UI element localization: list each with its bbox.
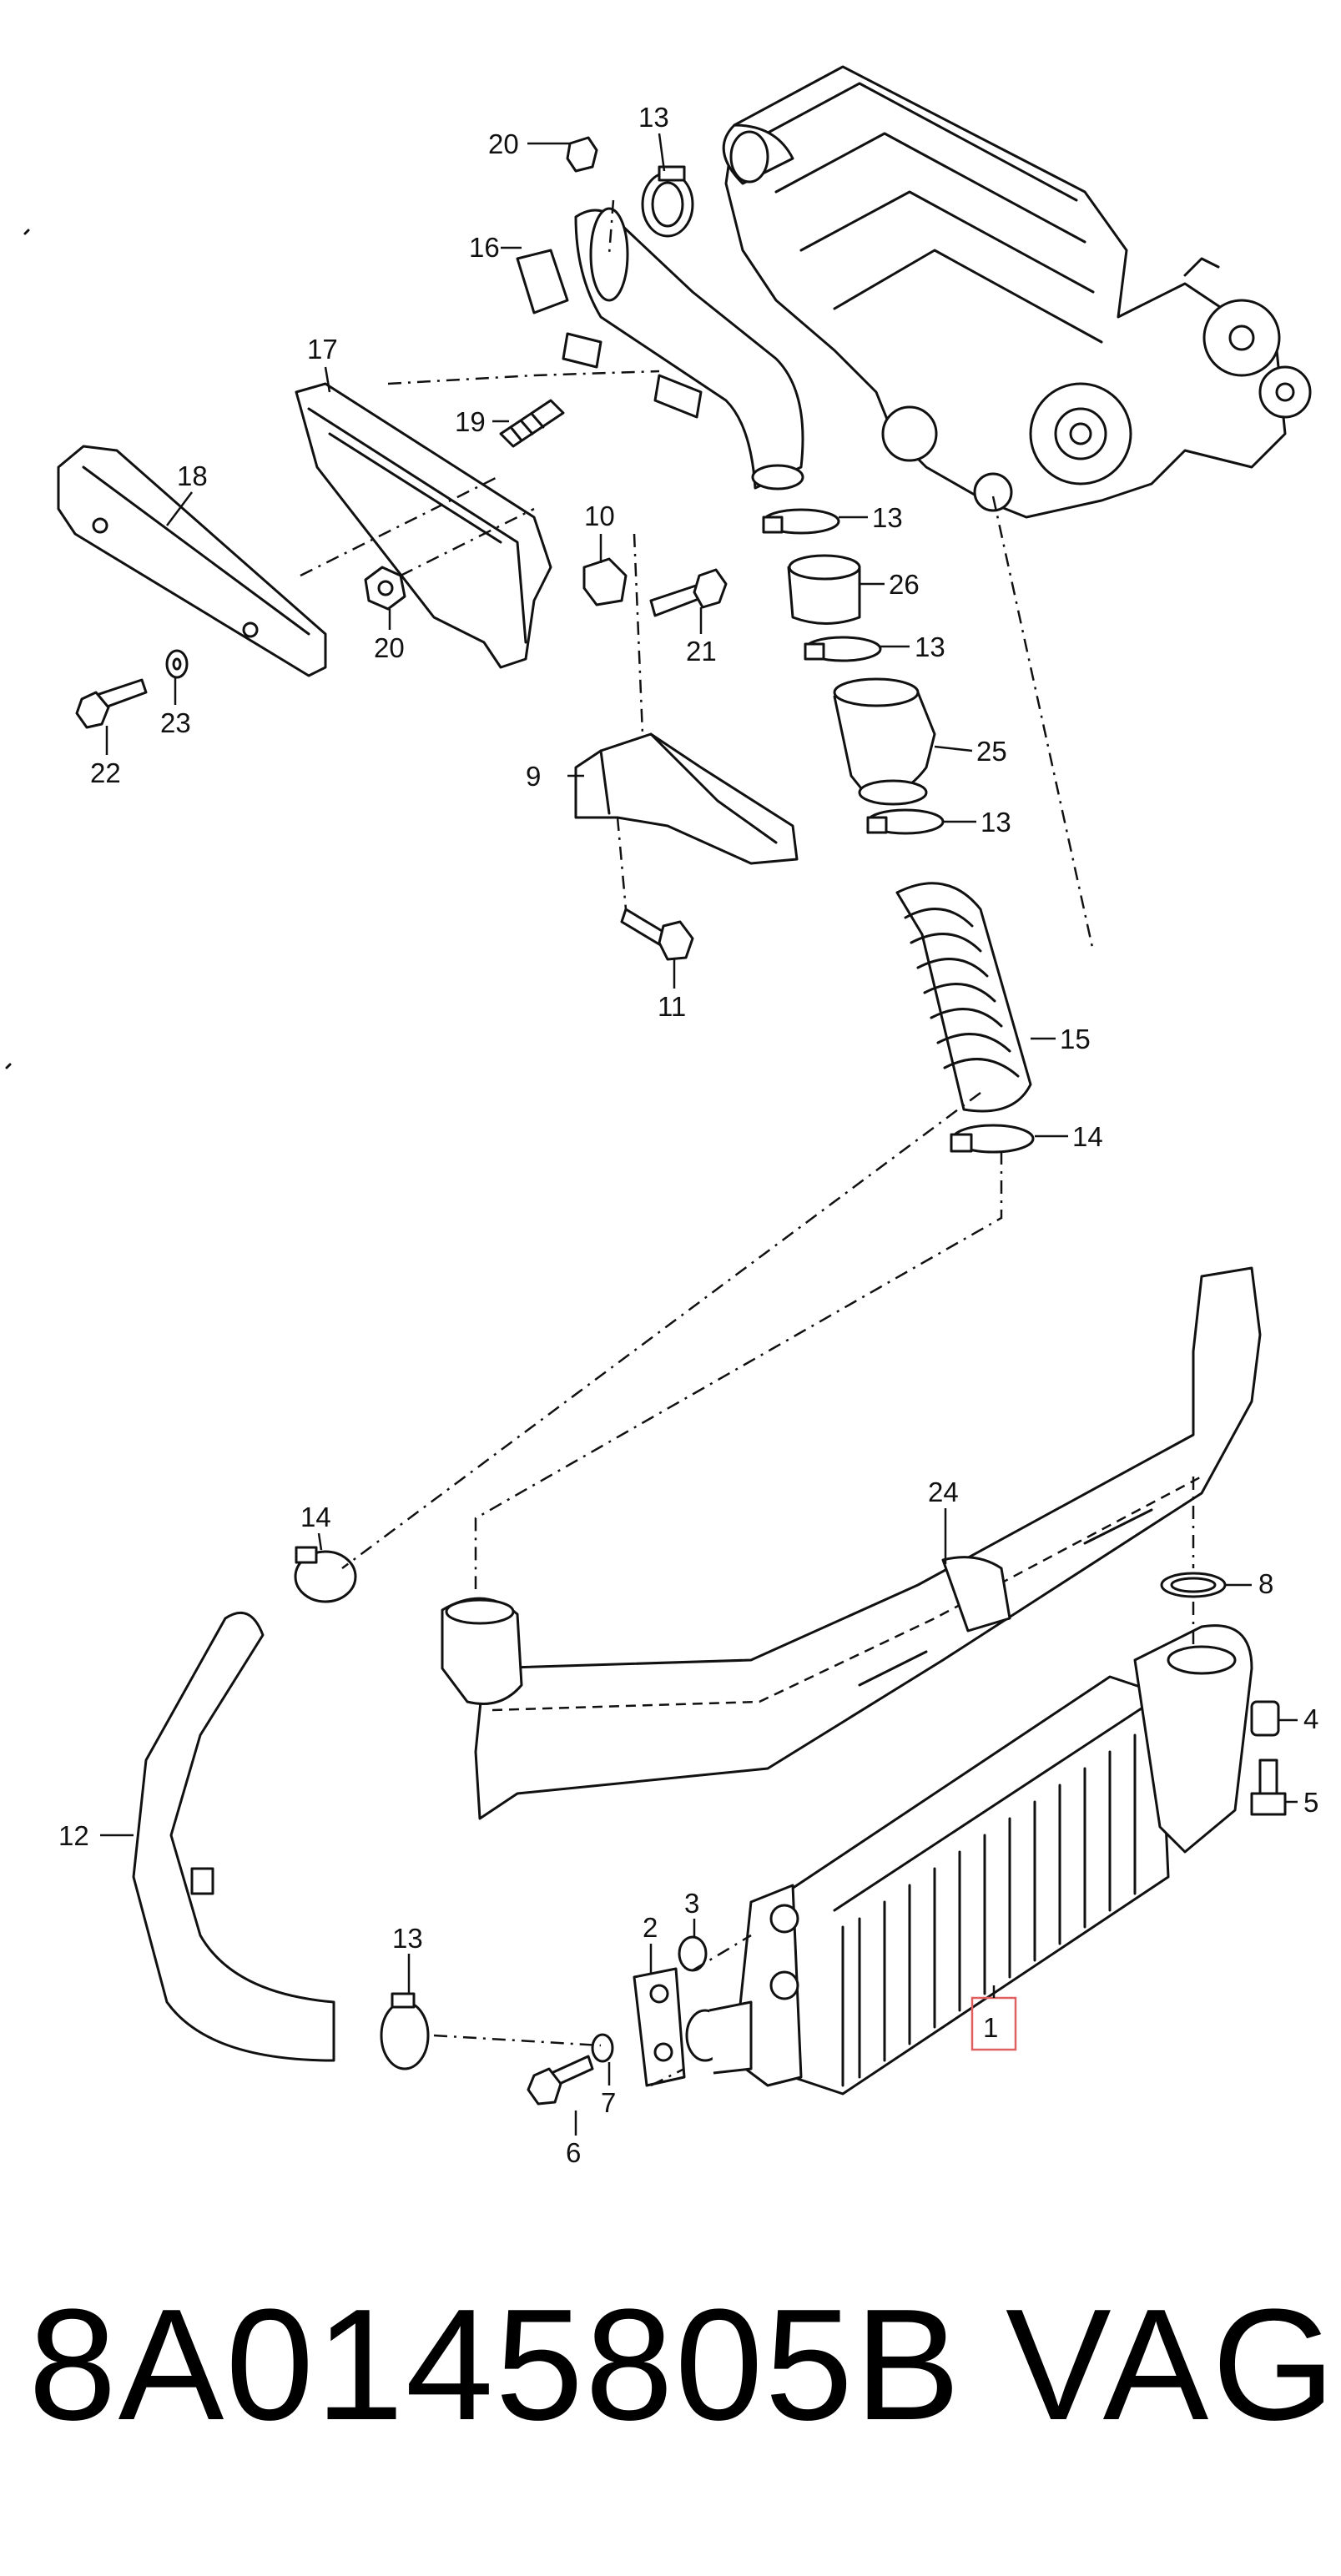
callout-18: 18: [177, 460, 208, 491]
callout-25: 25: [976, 736, 1007, 767]
bolt-6: [527, 2055, 594, 2106]
air-guide-9: [574, 732, 799, 865]
callout-9: 9: [526, 761, 541, 792]
callout-24: 24: [928, 1477, 959, 1507]
flange-2: [633, 1967, 686, 2087]
hose-clamp-14-lower: [294, 1546, 357, 1603]
callout-14-lower: 14: [300, 1502, 331, 1532]
brand-label: VAG: [1006, 2277, 1339, 2453]
rubber-mount-4: [1250, 1700, 1280, 1737]
callout-23: 23: [160, 707, 191, 738]
callout-10: 10: [584, 501, 615, 531]
callout-21: 21: [686, 636, 717, 667]
bolt-22: [75, 678, 148, 729]
callout-labels: 1 2 3 4 5 6 7 8 9 10 11 12 13 13 13 13 1…: [58, 102, 1318, 2168]
callout-13-c: 13: [981, 807, 1011, 838]
hose-clamp-13-b: [804, 636, 882, 662]
callout-13-top: 13: [638, 102, 669, 133]
callout-26: 26: [889, 569, 920, 600]
callout-8: 8: [1258, 1568, 1273, 1599]
stray-mark: [5, 1063, 12, 1069]
screw-11: [620, 908, 694, 961]
hex-nut-20-lower: [364, 566, 406, 611]
washer-23: [165, 649, 189, 679]
clip-10: [582, 557, 628, 606]
bolt-21: [649, 568, 728, 617]
mounting-bracket-17: [295, 382, 552, 669]
seal-ring-8: [1160, 1572, 1227, 1598]
hose-clamp-13-c: [866, 808, 945, 835]
intake-pipe-16: [516, 207, 804, 491]
part-number: 8A0145805B: [28, 2277, 962, 2453]
stud-bolt-19: [499, 399, 565, 448]
callout-13-b: 13: [915, 631, 945, 662]
hose-clamp-14: [950, 1124, 1035, 1154]
connector-25: [833, 677, 936, 806]
washer-7: [591, 2033, 614, 2063]
callout-7: 7: [601, 2087, 616, 2118]
leader-lines: [100, 133, 1298, 2136]
callout-17: 17: [307, 334, 338, 365]
engine-block: [722, 65, 1312, 519]
bellows-hose-15: [895, 882, 1032, 1113]
callout-3: 3: [684, 1888, 699, 1919]
callout-4: 4: [1303, 1703, 1318, 1734]
callout-5: 5: [1303, 1787, 1318, 1818]
callout-12: 12: [58, 1820, 89, 1851]
hex-nut-20-top: [566, 136, 598, 173]
callout-20-lower: 20: [374, 632, 405, 663]
callout-13-lower: 13: [392, 1923, 423, 1954]
callout-2: 2: [643, 1912, 658, 1943]
stray-mark: [23, 229, 30, 235]
callout-19: 19: [455, 406, 486, 437]
bolt-5: [1250, 1758, 1287, 1816]
hose-12: [132, 1611, 335, 2062]
callout-1: 1: [983, 2012, 998, 2043]
hose-clamp-13-lower: [380, 1992, 430, 2070]
callout-13-a: 13: [872, 502, 903, 533]
callout-22: 22: [90, 757, 121, 788]
sleeve-26: [787, 554, 861, 625]
air-duct-24: [441, 1266, 1262, 1820]
callout-16: 16: [469, 232, 500, 263]
callout-14-upper: 14: [1072, 1121, 1103, 1152]
callout-6: 6: [566, 2137, 581, 2168]
callout-11: 11: [658, 991, 686, 1022]
callout-15: 15: [1060, 1024, 1091, 1054]
support-bracket-18: [57, 445, 327, 677]
hose-clamp-13-a: [762, 508, 840, 535]
callout-20-top: 20: [488, 128, 519, 159]
hose-clamp-13-top: [641, 165, 694, 238]
